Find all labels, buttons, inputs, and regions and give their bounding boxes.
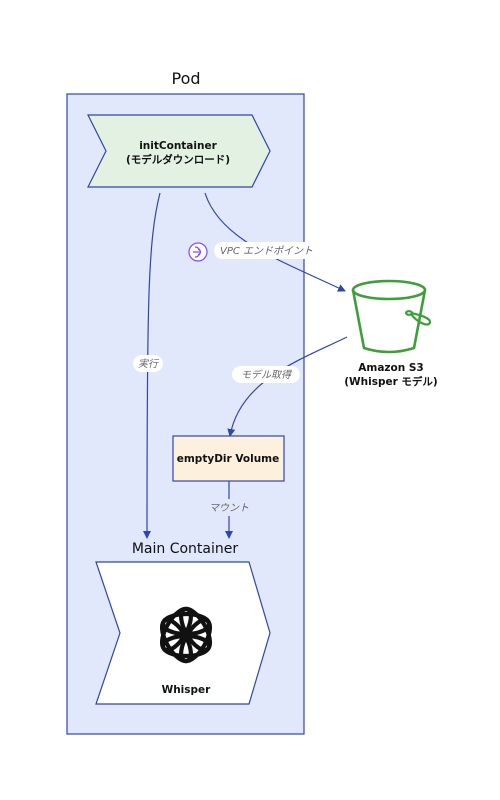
empty-dir-box: [172, 435, 285, 482]
main-container-node[interactable]: Main Container Whisper: [95, 541, 271, 705]
vpc-endpoint-label: VPC エンドポイント: [188, 242, 316, 262]
mount-label-text: マウント: [209, 502, 249, 514]
main-container-title: Main Container: [132, 541, 239, 557]
vpc-label-text: VPC エンドポイント: [220, 245, 313, 257]
vpc-endpoint-icon: [188, 242, 208, 262]
s3-bucket-icon: [351, 279, 432, 354]
init-container-sublabel: (モデルダウンロード): [126, 153, 230, 166]
mount-label: マウント: [203, 499, 255, 516]
model-fetch-label: モデル取得: [232, 366, 300, 383]
init-container-label: initContainer: [139, 140, 217, 152]
pod-title: Pod: [171, 69, 200, 88]
mount-label-bg: [203, 499, 255, 516]
init-container-node[interactable]: initContainer (モデルダウンロード): [87, 114, 271, 188]
s3-label: Amazon S3: [358, 362, 423, 374]
edge-execute: [143, 192, 161, 539]
whisper-label: Whisper: [162, 684, 212, 696]
empty-dir-volume-node[interactable]: emptyDir Volume: [172, 435, 285, 482]
execute-label-bg: [133, 355, 163, 372]
init-container-shape: [87, 114, 271, 188]
openai-logo-icon: [159, 606, 213, 664]
s3-node[interactable]: Amazon S3 (Whisper モデル): [344, 279, 438, 388]
model-fetch-label-bg: [232, 366, 300, 383]
vpc-label-bg: [214, 242, 316, 259]
execute-label: 実行: [133, 355, 163, 372]
model-fetch-label-text: モデル取得: [241, 369, 292, 381]
empty-dir-label: emptyDir Volume: [177, 453, 280, 465]
s3-sublabel: (Whisper モデル): [344, 375, 437, 388]
execute-label-text: 実行: [138, 358, 160, 370]
